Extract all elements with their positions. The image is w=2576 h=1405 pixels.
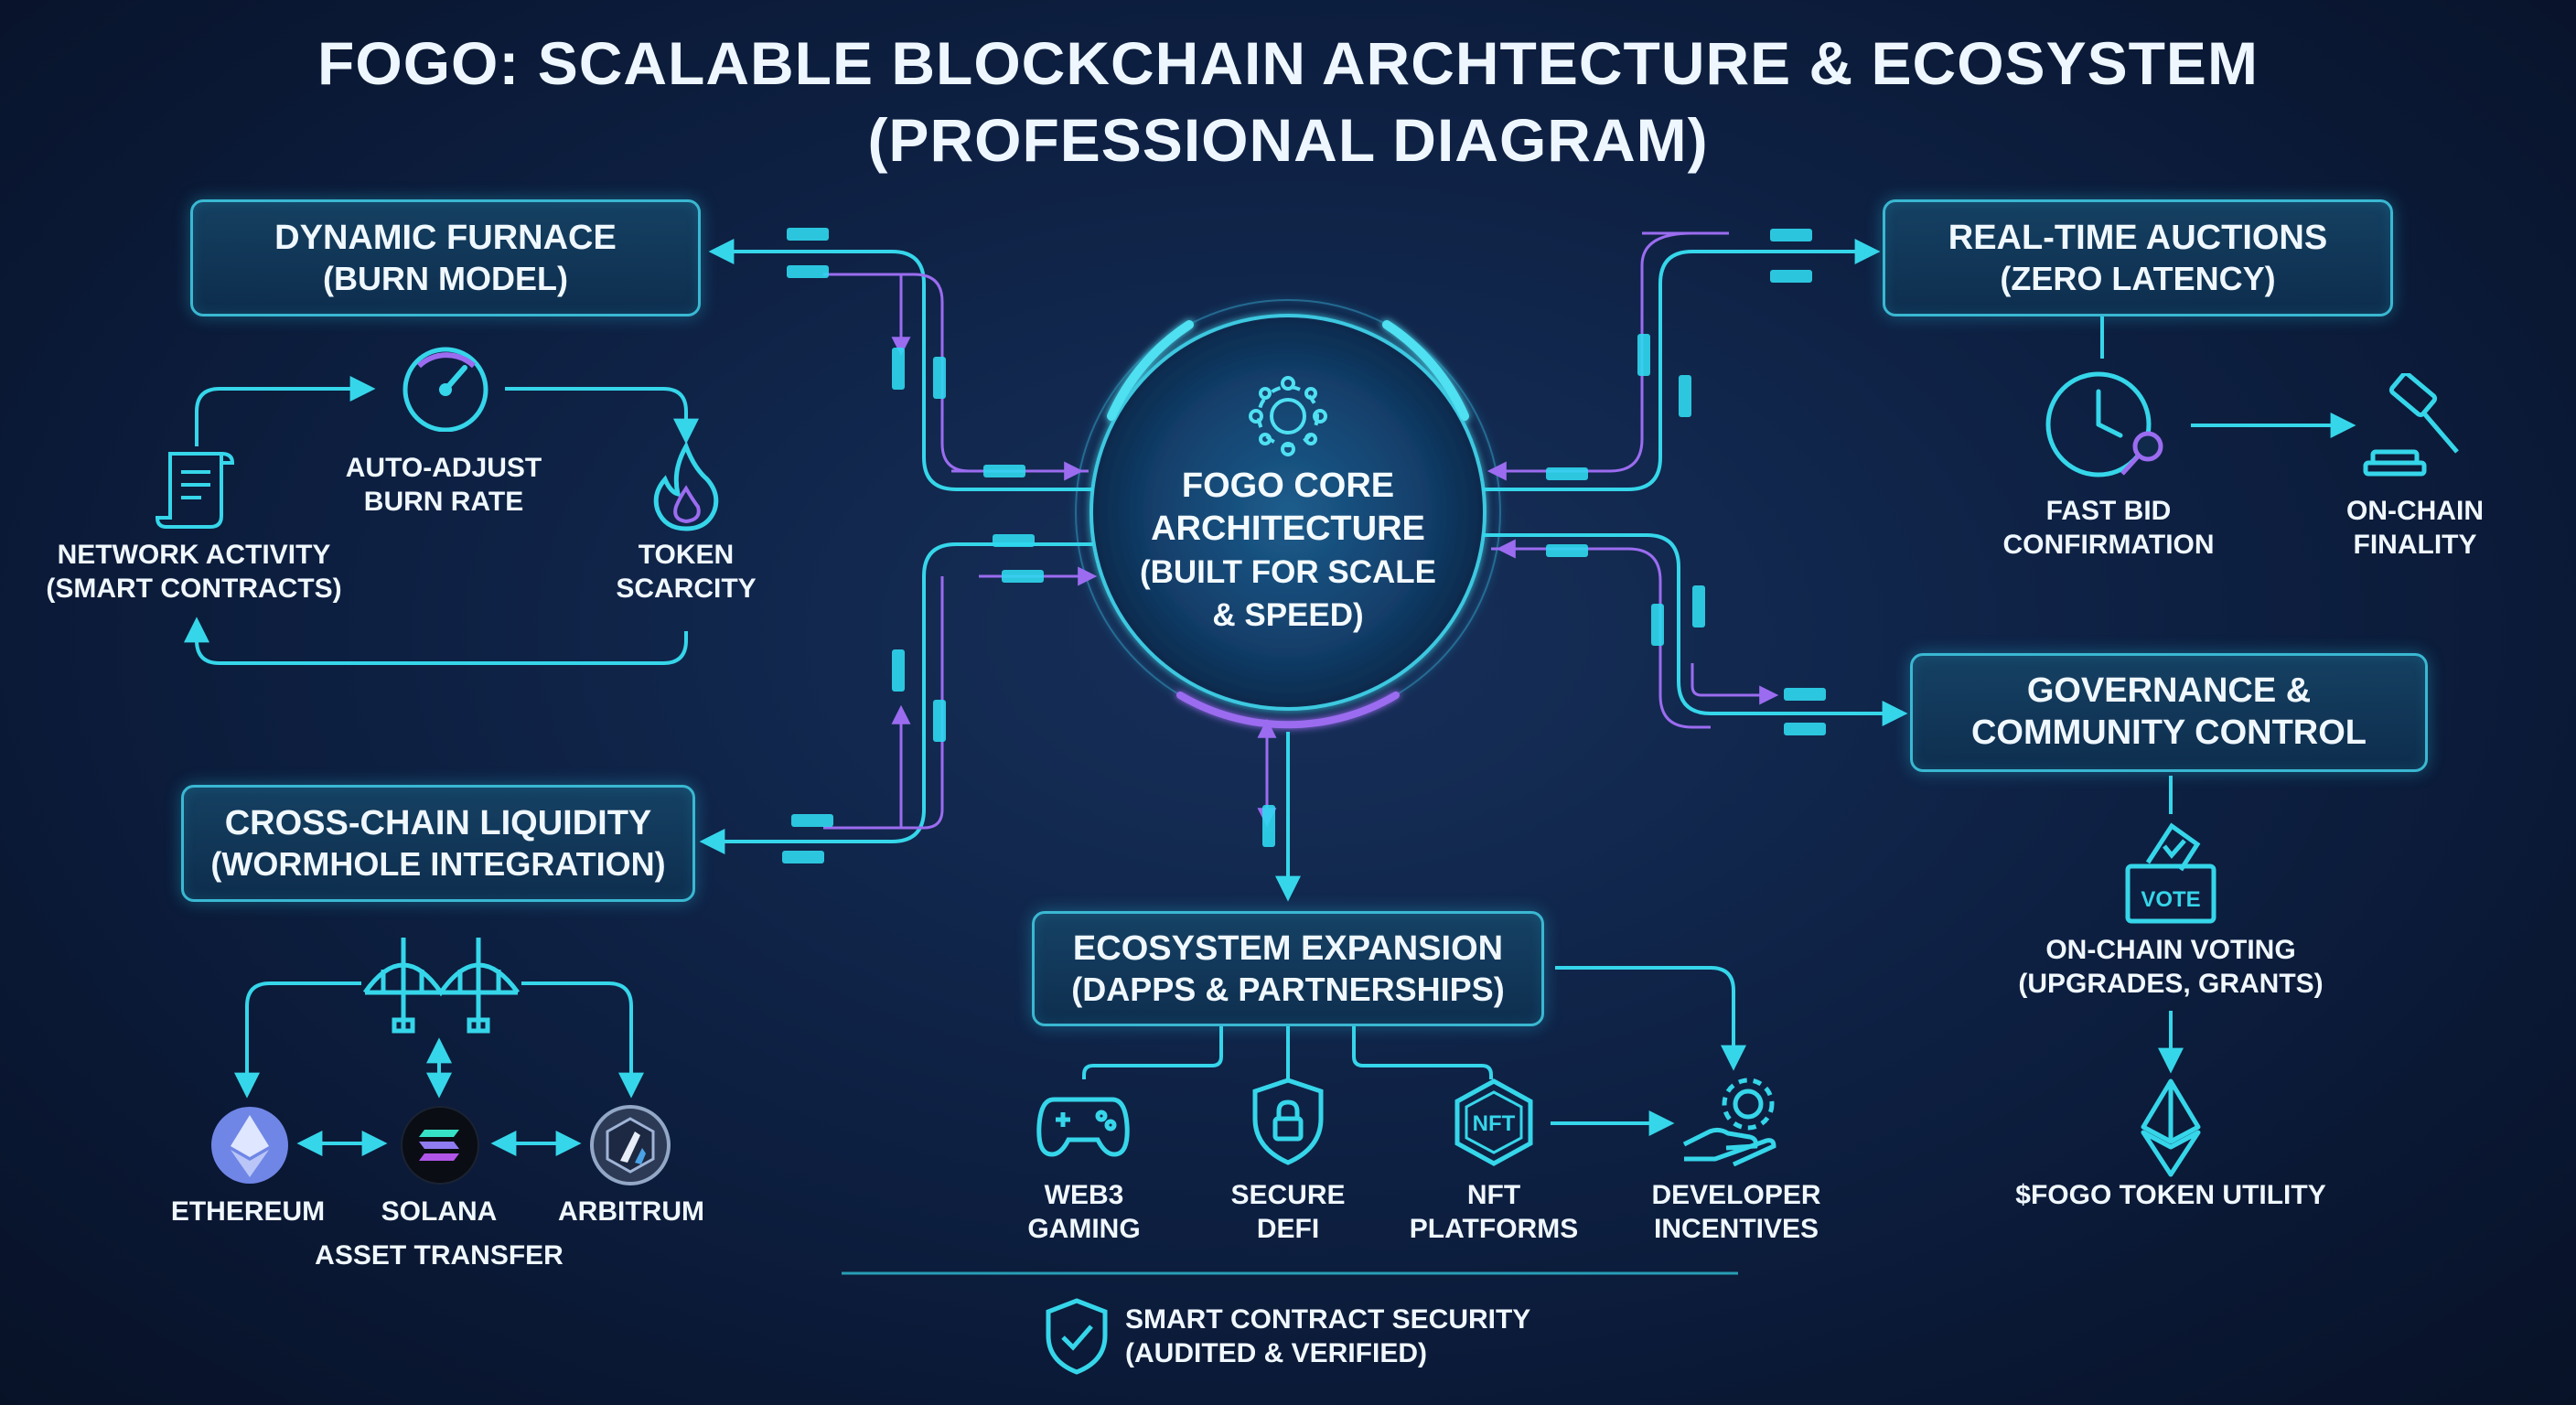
developer-gear-hand-icon (1682, 1078, 1776, 1166)
ethereum-logo-icon (211, 1107, 288, 1184)
core-circle (1075, 299, 1501, 729)
real-time-auctions-box[interactable]: REAL-TIME AUCTIONS (ZERO LATENCY) (1883, 199, 2393, 316)
arbitrum-logo-icon (590, 1105, 671, 1185)
asset-transfer-label: ASSET TRANSFER (315, 1240, 564, 1271)
solana-label: SOLANA (381, 1196, 498, 1227)
clock-key-icon (2045, 371, 2163, 477)
ethereum-label: ETHEREUM (170, 1196, 326, 1227)
crosschain-subtitle: (WORMHOLE INTEGRATION) (210, 845, 666, 884)
governance-title: GOVERNANCE & (2026, 671, 2312, 711)
core-line-2: ARCHITECTURE (1151, 509, 1425, 548)
core-line-3: (BUILT FOR SCALE (1139, 554, 1437, 590)
furnace-subtitle: (BURN MODEL) (323, 260, 568, 298)
gavel-icon (2363, 373, 2459, 477)
arbitrum-label: ARBITRUM (558, 1196, 704, 1227)
core-architecture-label: FOGO CORE ARCHITECTURE (BUILT FOR SCALE … (1078, 465, 1498, 637)
ecosystem-subtitle: (DAPPS & PARTNERSHIPS) (1071, 971, 1505, 1009)
page-subtitle: (PROFESSIONAL DIAGRAM) (867, 106, 1709, 174)
fogo-token-icon (2141, 1078, 2201, 1177)
crosschain-title: CROSS-CHAIN LIQUIDITY (224, 803, 652, 842)
smart-contract-security-label: SMART CONTRACT SECURITY(AUDITED & VERIFI… (1125, 1304, 1531, 1368)
vote-label: VOTE (2141, 887, 2200, 912)
game-controller-icon (1036, 1097, 1130, 1157)
speedometer-icon (402, 347, 488, 432)
dynamic-furnace-box[interactable]: DYNAMIC FURNACE (BURN MODEL) (190, 199, 701, 316)
fogo-token-utility-label: $FOGO TOKEN UTILITY (2015, 1180, 2326, 1210)
shield-lock-icon (1252, 1078, 1324, 1165)
ecosystem-title: ECOSYSTEM EXPANSION (1072, 928, 1504, 968)
on-chain-voting-label: ON-CHAIN VOTING(UPGRADES, GRANTS) (2018, 935, 2324, 999)
core-line-4: & SPEED) (1212, 597, 1364, 633)
bridge-icon (362, 938, 521, 1034)
core-line-1: FOGO CORE (1181, 467, 1395, 505)
network-gear-icon (1249, 376, 1327, 456)
auctions-subtitle: (ZERO LATENCY) (2000, 260, 2276, 298)
security-shield-check-icon (1046, 1298, 1108, 1375)
governance-box[interactable]: GOVERNANCE & COMMUNITY CONTROL (1910, 653, 2428, 772)
auctions-title: REAL-TIME AUCTIONS (1948, 218, 2328, 257)
flame-icon (653, 441, 719, 531)
governance-subtitle: COMMUNITY CONTROL (1970, 713, 2367, 752)
cross-chain-liquidity-box[interactable]: CROSS-CHAIN LIQUIDITY (WORMHOLE INTEGRAT… (181, 785, 695, 902)
solana-logo-icon (401, 1106, 479, 1185)
nft-hexagon-icon: NFT (1454, 1078, 1533, 1166)
ballot-box-icon: VOTE (2125, 822, 2216, 924)
nft-badge-label: NFT (1473, 1111, 1516, 1136)
contract-scroll-icon (155, 452, 235, 529)
ecosystem-expansion-box[interactable]: ECOSYSTEM EXPANSION (DAPPS & PARTNERSHIP… (1032, 911, 1544, 1026)
page-title: FOGO: SCALABLE BLOCKCHAIN ARCHTECTURE & … (317, 29, 2259, 97)
network-activity-label: NETWORK ACTIVITY(SMART CONTRACTS) (46, 540, 342, 604)
furnace-title: DYNAMIC FURNACE (274, 218, 617, 257)
